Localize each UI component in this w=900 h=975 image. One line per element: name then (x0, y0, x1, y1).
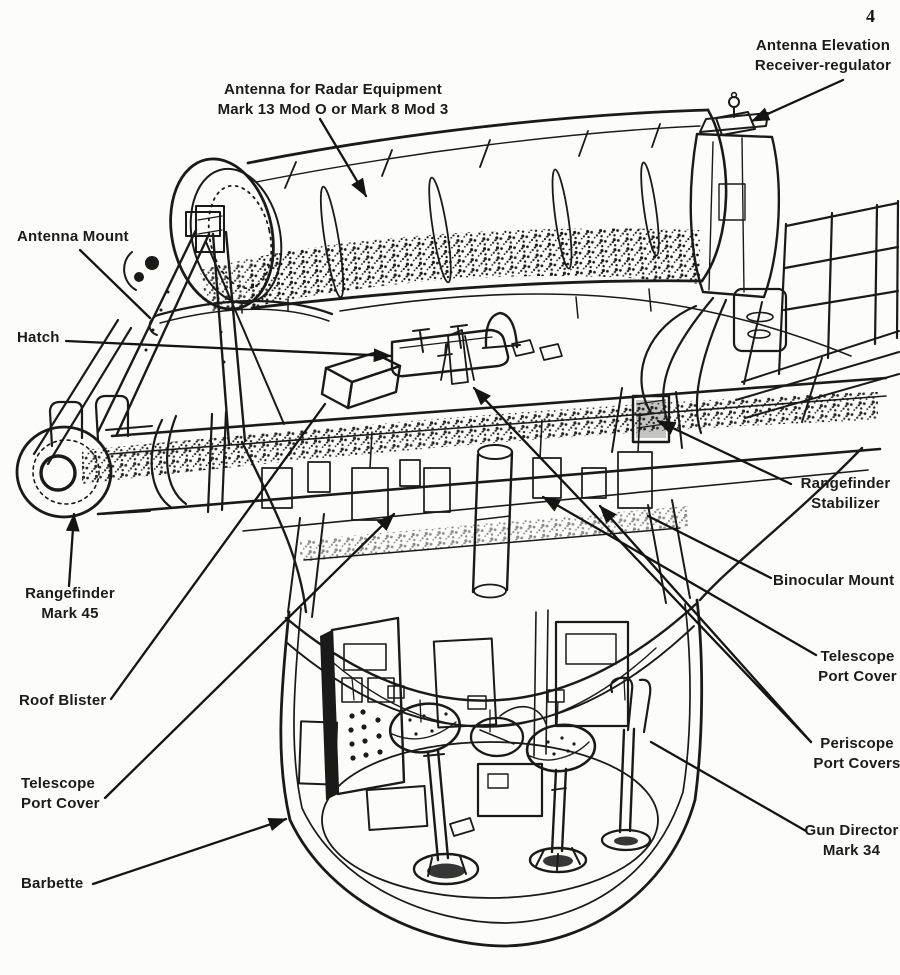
leader-telescope-port-cover-right (541, 495, 818, 657)
periscope-port-cover-open (440, 329, 475, 385)
pedestal-control (609, 676, 634, 732)
leader-lines (64, 78, 845, 886)
label-rangefinder-stabilizer: Rangefinder Stabilizer (800, 475, 891, 513)
leader-barbette (91, 817, 288, 886)
label-roof-blister: Roof Blister (19, 692, 107, 709)
hatch-plate (390, 328, 510, 378)
label-antenna-mount: Antenna Mount (17, 228, 129, 245)
roof-blister-drawing (320, 351, 402, 410)
leader-telescope-port-cover-left (103, 512, 396, 800)
crew-stool (525, 723, 597, 773)
stipple-shading (82, 228, 878, 562)
leader-antenna-mount (78, 248, 152, 320)
elevation-receiver-drawing (689, 91, 788, 353)
label-rangefinder-mark45: Rangefinder Mark 45 (25, 585, 115, 623)
label-antenna-radar: Antenna for Radar Equipment Mark 13 Mod … (217, 81, 449, 119)
ink-fills (134, 256, 666, 879)
label-telescope-port-cover-right: Telescope Port Cover (818, 648, 897, 686)
leader-periscope-port-covers-2 (598, 504, 813, 744)
leader-binocular-mount (646, 514, 773, 580)
barbette-drawing (279, 598, 704, 948)
radar-antenna-drawing (169, 108, 728, 311)
label-antenna-elevation: Antenna Elevation Receiver-regulator (754, 37, 892, 75)
leader-antenna-elevation (750, 78, 845, 123)
page-number: 4 (866, 6, 875, 26)
handwheel (469, 716, 525, 758)
leader-hatch (64, 339, 393, 363)
roof-dome (484, 311, 519, 349)
label-hatch: Hatch (17, 329, 60, 346)
leader-antenna-radar (318, 117, 368, 198)
leader-rangefinder-stabilizer (656, 419, 793, 486)
leader-rangefinder-mark45 (65, 512, 80, 588)
leader-roof-blister (109, 402, 327, 701)
interior-equipment-drawing (297, 609, 652, 886)
label-binocular-mount: Binocular Mount (773, 572, 895, 589)
label-periscope-port-covers: Periscope Port Covers (813, 735, 900, 773)
label-telescope-port-cover-left: Telescope Port Cover (21, 775, 100, 813)
leader-gun-director (649, 740, 808, 833)
label-barbette: Barbette (21, 875, 84, 892)
leader-periscope-port-covers-1 (472, 386, 813, 744)
label-gun-director: Gun Director Mark 34 (804, 822, 899, 860)
